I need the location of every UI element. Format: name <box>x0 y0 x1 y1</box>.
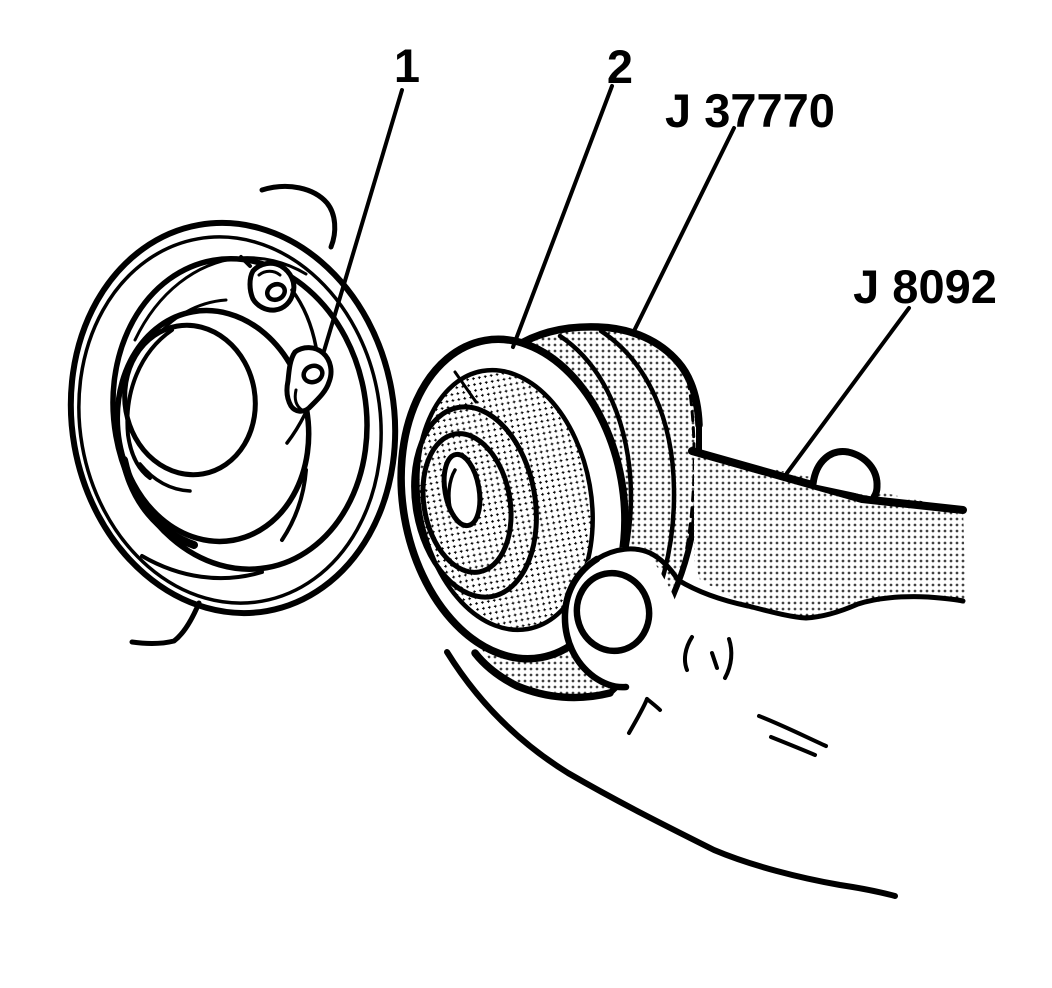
face-lower-arc <box>140 554 264 581</box>
hand-bottom-outline <box>444 649 898 899</box>
mounting-tab-upper <box>239 255 297 313</box>
installer-outline-top <box>511 323 703 429</box>
seal-lip-ring-2 <box>420 431 514 575</box>
hand-top-edge <box>594 546 966 621</box>
seal-lip-inner-arc <box>447 468 457 514</box>
thumb-left-outline <box>561 555 630 691</box>
bore-depth-arc <box>125 328 174 480</box>
callout-label-driver-handle: J 8092 <box>853 260 997 313</box>
thumbnail <box>573 569 653 655</box>
leader-line-1 <box>322 88 404 353</box>
bore-rim-shadow-arc <box>120 456 198 549</box>
handle-top-edge <box>688 447 967 514</box>
cover-outer-chamfer <box>77 235 383 605</box>
leader-lines <box>322 84 911 475</box>
callout-label-installer-tool: J 37770 <box>665 84 835 137</box>
oil-seal <box>397 335 629 663</box>
callout-label-2: 2 <box>607 40 633 93</box>
tab-lower-hole <box>301 363 325 385</box>
callout-labels: 1 2 J 37770 J 8092 <box>394 39 997 313</box>
tab-upper-hole <box>264 281 288 303</box>
seal-case-fold-line <box>453 370 478 404</box>
front-cover-bore <box>67 183 399 646</box>
handle-body <box>694 452 966 618</box>
leader-line-2 <box>511 84 614 349</box>
leader-line-installer <box>632 126 736 333</box>
leader-line-handle <box>785 306 911 475</box>
face-right-arc <box>280 468 308 542</box>
arc-below-tab <box>285 412 307 445</box>
handle-hang-ring <box>809 448 881 501</box>
mounting-tab-lower <box>284 345 334 414</box>
callout-label-1: 1 <box>394 39 420 92</box>
cover-face-chamfer-arc <box>133 256 308 342</box>
bolt-circle-arc <box>290 288 318 349</box>
cover-bottom-edge-curve <box>129 600 202 646</box>
technician-hand <box>444 546 966 899</box>
installer-outline-bottom <box>471 649 614 702</box>
bore-hole-inner-arc <box>138 462 192 493</box>
cover-top-edge-curve <box>259 183 338 250</box>
driver-handle <box>688 447 967 618</box>
seal-lip-ring-1 <box>411 404 539 600</box>
hand-crease-lines <box>627 635 828 757</box>
